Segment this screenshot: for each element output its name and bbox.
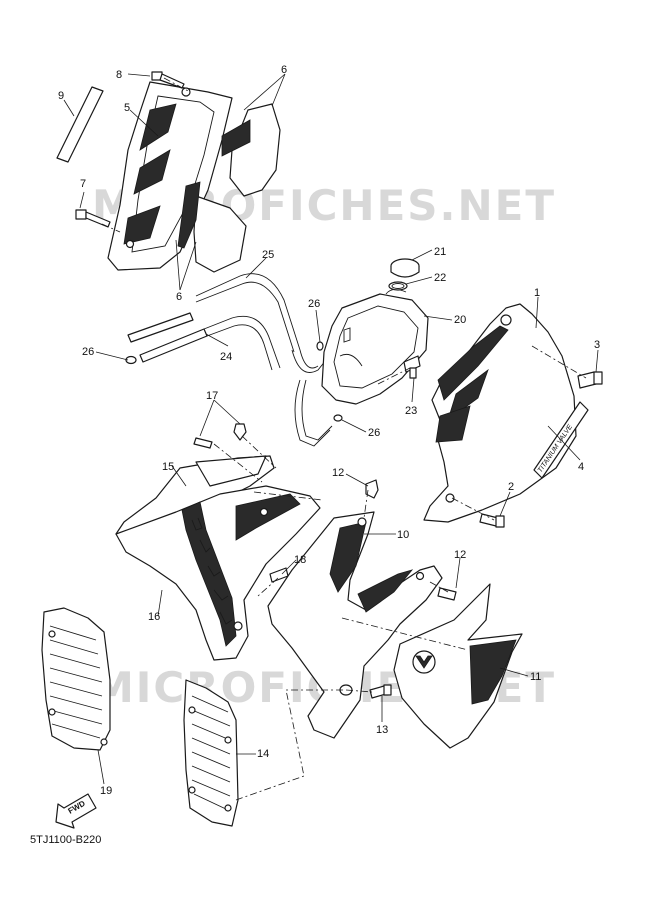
part-6-graphic-lower[interactable] bbox=[177, 181, 247, 273]
callout-23[interactable]: 23 bbox=[405, 405, 417, 417]
callout-14[interactable]: 14 bbox=[257, 748, 269, 760]
callout-13[interactable]: 13 bbox=[376, 724, 388, 736]
assembly-lines bbox=[101, 77, 587, 801]
fwd-arrow: FWD bbox=[55, 793, 97, 829]
part-25-hose[interactable] bbox=[195, 273, 327, 373]
callout-20[interactable]: 20 bbox=[454, 314, 466, 326]
part-11-shroud-graphic[interactable] bbox=[393, 583, 523, 749]
part-17-bolt-b[interactable] bbox=[233, 423, 247, 441]
part-5-number-plate[interactable] bbox=[107, 81, 233, 271]
part-12-bolt-upper[interactable] bbox=[365, 479, 379, 499]
callout-4[interactable]: 4 bbox=[578, 461, 584, 473]
leader-lines bbox=[63, 73, 599, 785]
callout-6-upper[interactable]: 6 bbox=[281, 64, 287, 76]
part-20-fuel-tank[interactable] bbox=[321, 289, 429, 405]
callout-26-top[interactable]: 26 bbox=[308, 298, 320, 310]
part-21-tank-cap[interactable] bbox=[390, 258, 420, 278]
callout-25[interactable]: 25 bbox=[262, 249, 274, 261]
part-24-hose[interactable] bbox=[127, 312, 281, 371]
callout-16[interactable]: 16 bbox=[148, 611, 160, 623]
part-26-clip-a[interactable] bbox=[125, 355, 137, 365]
callout-24[interactable]: 24 bbox=[220, 351, 232, 363]
callout-5[interactable]: 5 bbox=[124, 102, 130, 114]
callout-2[interactable]: 2 bbox=[508, 481, 514, 493]
callout-10[interactable]: 10 bbox=[397, 529, 409, 541]
part-9-strip[interactable] bbox=[56, 86, 104, 163]
part-hose-lower[interactable] bbox=[294, 379, 333, 447]
part-17-bolt-a[interactable] bbox=[193, 437, 213, 449]
callouts: 1 2 3 4 5 6 6 7 8 9 10 11 12 12 13 14 15… bbox=[58, 64, 600, 797]
part-2-bolt[interactable] bbox=[479, 513, 505, 528]
callout-8[interactable]: 8 bbox=[116, 69, 122, 81]
part-19-louver[interactable] bbox=[41, 607, 111, 751]
part-1-side-cover[interactable] bbox=[423, 303, 577, 523]
part-14-louver[interactable] bbox=[183, 679, 239, 827]
callout-6-lower[interactable]: 6 bbox=[176, 291, 182, 303]
callout-22[interactable]: 22 bbox=[434, 272, 446, 284]
part-13-bolt[interactable] bbox=[369, 684, 392, 699]
callout-17[interactable]: 17 bbox=[206, 390, 218, 402]
part-16-shroud[interactable] bbox=[115, 485, 321, 661]
part-3-bolt[interactable] bbox=[577, 371, 603, 389]
callout-26-right[interactable]: 26 bbox=[368, 427, 380, 439]
callout-15[interactable]: 15 bbox=[162, 461, 174, 473]
callout-21[interactable]: 21 bbox=[434, 246, 446, 258]
callout-9[interactable]: 9 bbox=[58, 90, 64, 102]
diagram-code: 5TJ1100-B220 bbox=[30, 834, 101, 846]
callout-7[interactable]: 7 bbox=[80, 178, 86, 190]
part-26-clip-c[interactable] bbox=[333, 414, 343, 422]
callout-1[interactable]: 1 bbox=[534, 287, 540, 299]
part-6-graphic-upper[interactable] bbox=[221, 103, 281, 197]
part-10-side-shroud[interactable] bbox=[267, 511, 443, 739]
callout-3[interactable]: 3 bbox=[594, 339, 600, 351]
callout-18[interactable]: 18 bbox=[294, 554, 306, 566]
callout-19[interactable]: 19 bbox=[100, 785, 112, 797]
part-26-clip-b[interactable] bbox=[316, 341, 324, 351]
callout-26-left[interactable]: 26 bbox=[82, 346, 94, 358]
callout-11[interactable]: 11 bbox=[530, 671, 541, 683]
callout-12-lower[interactable]: 12 bbox=[454, 549, 466, 561]
callout-12-upper[interactable]: 12 bbox=[332, 467, 344, 479]
part-23-bolt[interactable] bbox=[403, 355, 421, 379]
part-22-seal[interactable] bbox=[388, 281, 408, 291]
part-12-bolt-lower[interactable] bbox=[437, 587, 457, 601]
